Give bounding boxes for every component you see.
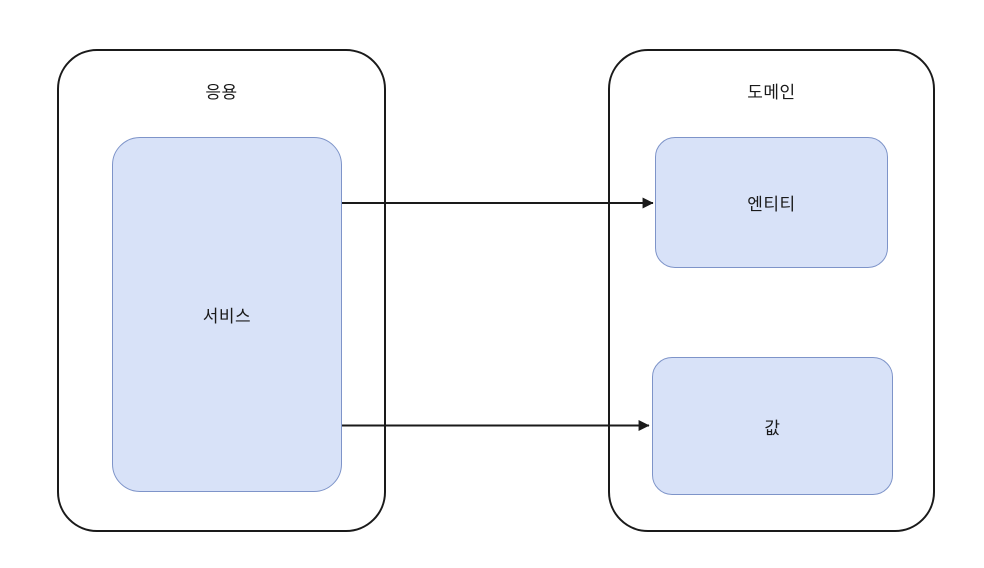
node-service-label: 서비스: [202, 307, 252, 326]
container-application: 응용: [57, 49, 386, 532]
node-service: 서비스: [112, 137, 342, 492]
node-value-label: 값: [764, 418, 781, 438]
node-entity-label: 엔티티: [747, 195, 796, 214]
container-domain-title: 도메인: [747, 83, 796, 102]
node-entity: 엔티티: [655, 137, 888, 268]
container-domain: 도메인: [608, 49, 935, 532]
container-application-title: 응용: [205, 83, 238, 102]
node-value: 값: [652, 357, 893, 495]
